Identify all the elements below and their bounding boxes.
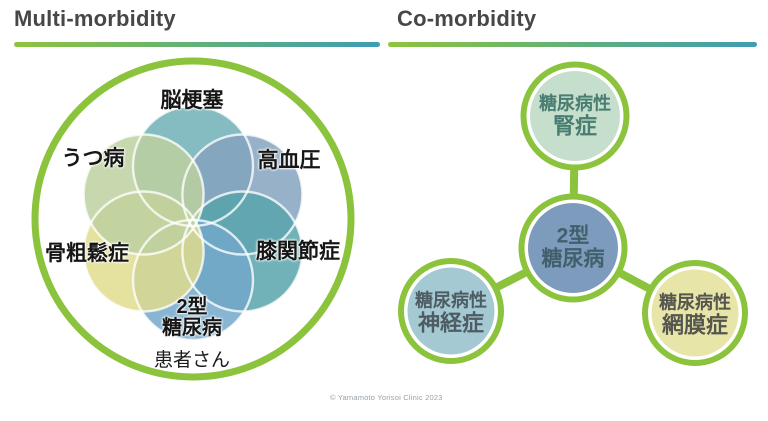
node-fill-type2-diabetes — [528, 203, 618, 293]
node-label-type2-diabetes: 2型 糖尿病 — [542, 225, 605, 270]
node-label-retinopathy: 糖尿病性 網膜症 — [659, 292, 731, 338]
node-label-nephropathy-line1: 糖尿病性 — [539, 93, 611, 114]
condition-label-depression: うつ病 — [61, 146, 125, 170]
node-fill-nephropathy — [530, 71, 620, 161]
node-label-neuropathy-line2: 神経症 — [417, 310, 484, 336]
venn-outline-top — [131, 104, 255, 228]
comorbidity-diagram — [398, 61, 748, 366]
condition-label-osteoporosis: 骨粗鬆症 — [45, 241, 129, 265]
node-fill-neuropathy — [407, 267, 495, 355]
venn-outline-upper-left — [82, 133, 205, 256]
patient-ring — [31, 57, 355, 381]
node-label-retinopathy-line1: 糖尿病性 — [659, 292, 731, 313]
condition-label-type2-diabetes-line1: 2型 — [176, 296, 208, 318]
comorbidity-title: Co-morbidity — [397, 6, 537, 31]
venn-outline-lower-left — [82, 190, 205, 313]
multimorbidity-title: Multi-morbidity — [14, 6, 176, 31]
multimorbidity-diagram — [31, 57, 355, 381]
multimorbidity-title-underline — [14, 42, 380, 47]
node-label-nephropathy: 糖尿病性 腎症 — [539, 93, 611, 139]
patient-label: 患者さん — [153, 350, 231, 372]
node-fill-retinopathy — [651, 269, 739, 357]
node-label-type2-diabetes-line1: 2型 — [556, 224, 590, 248]
node-label-type2-diabetes-line2: 糖尿病 — [541, 247, 605, 271]
condition-label-hypertension: 高血圧 — [257, 148, 321, 172]
condition-label-knee-osteoarthritis: 膝関節症 — [256, 239, 340, 263]
node-label-retinopathy-line2: 網膜症 — [661, 312, 728, 338]
condition-label-type2-diabetes-line2: 糖尿病 — [162, 317, 222, 339]
copyright-text: © Yamamoto Yorisoi Clinic 2023 — [330, 393, 443, 402]
node-label-neuropathy: 糖尿病性 神経症 — [415, 290, 487, 336]
venn-fill-upper-left — [83, 134, 204, 255]
node-label-neuropathy-line1: 糖尿病性 — [415, 290, 487, 311]
condition-label-type2-diabetes: 2型 糖尿病 — [162, 297, 222, 339]
node-label-nephropathy-line2: 腎症 — [552, 113, 597, 139]
venn-outline-lower-right — [181, 190, 304, 313]
condition-label-cerebral-infarction: 脳梗塞 — [160, 88, 224, 112]
comorbidity-title-underline — [388, 42, 757, 47]
venn-outline-upper-right — [181, 133, 304, 256]
venn-outline-bottom — [131, 218, 255, 342]
